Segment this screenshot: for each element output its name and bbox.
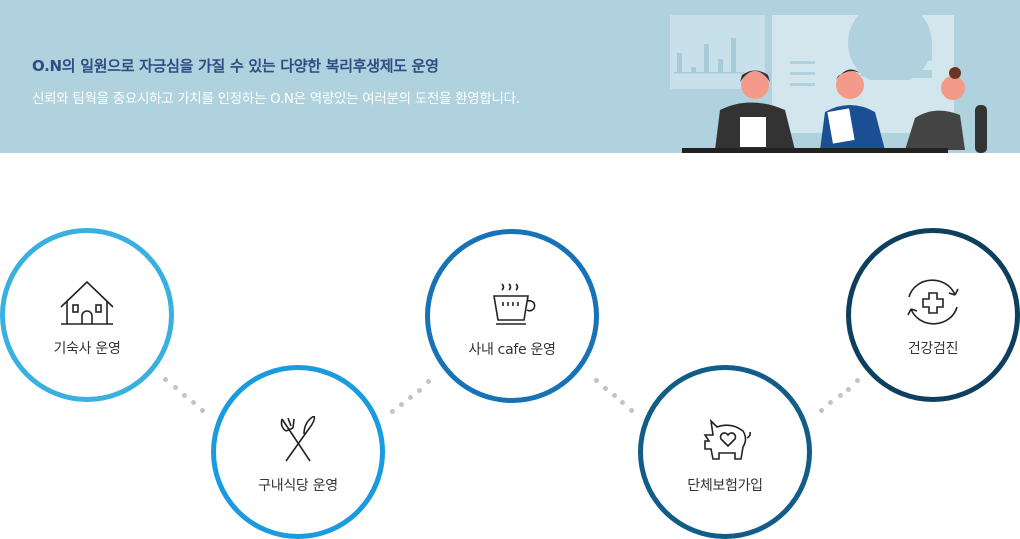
connector-dot xyxy=(612,393,617,398)
connector-dot xyxy=(603,386,608,391)
connector-dot xyxy=(629,408,634,413)
connector-dot xyxy=(399,402,404,407)
fork-knife-icon xyxy=(280,416,316,462)
connector-dot xyxy=(417,388,422,393)
benefit-label: 사내 cafe 운영 xyxy=(468,342,556,358)
health-checkup-icon xyxy=(907,279,959,325)
connector-dot xyxy=(173,385,178,390)
welfare-banner: O.N의 일원으로 자긍심을 가질 수 있는 다양한 복리후생제도 운영 신뢰와… xyxy=(0,0,1020,153)
business-meeting-illustration xyxy=(670,1,987,153)
connector-dot xyxy=(200,408,205,413)
benefit-cafe: 사내 cafe 운영 xyxy=(425,229,599,403)
connector-dot xyxy=(838,393,843,398)
connector-dot xyxy=(408,395,413,400)
connector-dot xyxy=(620,400,625,405)
piggy-bank-icon xyxy=(703,418,751,460)
connector-dot xyxy=(163,377,168,382)
connector-dot xyxy=(819,408,824,413)
connector-dot xyxy=(846,387,851,392)
connector-dot xyxy=(594,378,599,383)
benefit-label: 기숙사 운영 xyxy=(53,341,121,357)
connector-dot xyxy=(426,379,431,384)
benefit-group-insurance: 단체보험가입 xyxy=(638,365,812,539)
benefit-label: 구내식당 운영 xyxy=(258,478,338,494)
benefit-health-checkup: 건강검진 xyxy=(846,228,1020,402)
benefit-cafeteria: 구내식당 운영 xyxy=(211,365,385,539)
banner-subline: 신뢰와 팀웍을 중요시하고 가치를 인정하는 O.N은 역량있는 여러분의 도전… xyxy=(32,91,520,107)
benefit-label: 단체보험가입 xyxy=(687,478,763,494)
house-icon xyxy=(60,280,114,325)
connector-dot xyxy=(390,409,395,414)
connector-dot xyxy=(191,400,196,405)
benefit-label: 건강검진 xyxy=(907,341,959,357)
connector-dot xyxy=(182,393,187,398)
connector-dot xyxy=(855,378,860,383)
banner-headline: O.N의 일원으로 자긍심을 가질 수 있는 다양한 복리후생제도 운영 xyxy=(32,57,439,75)
connector-dot xyxy=(828,400,833,405)
benefit-dormitory: 기숙사 운영 xyxy=(0,228,174,402)
coffee-cup-icon xyxy=(493,283,536,325)
